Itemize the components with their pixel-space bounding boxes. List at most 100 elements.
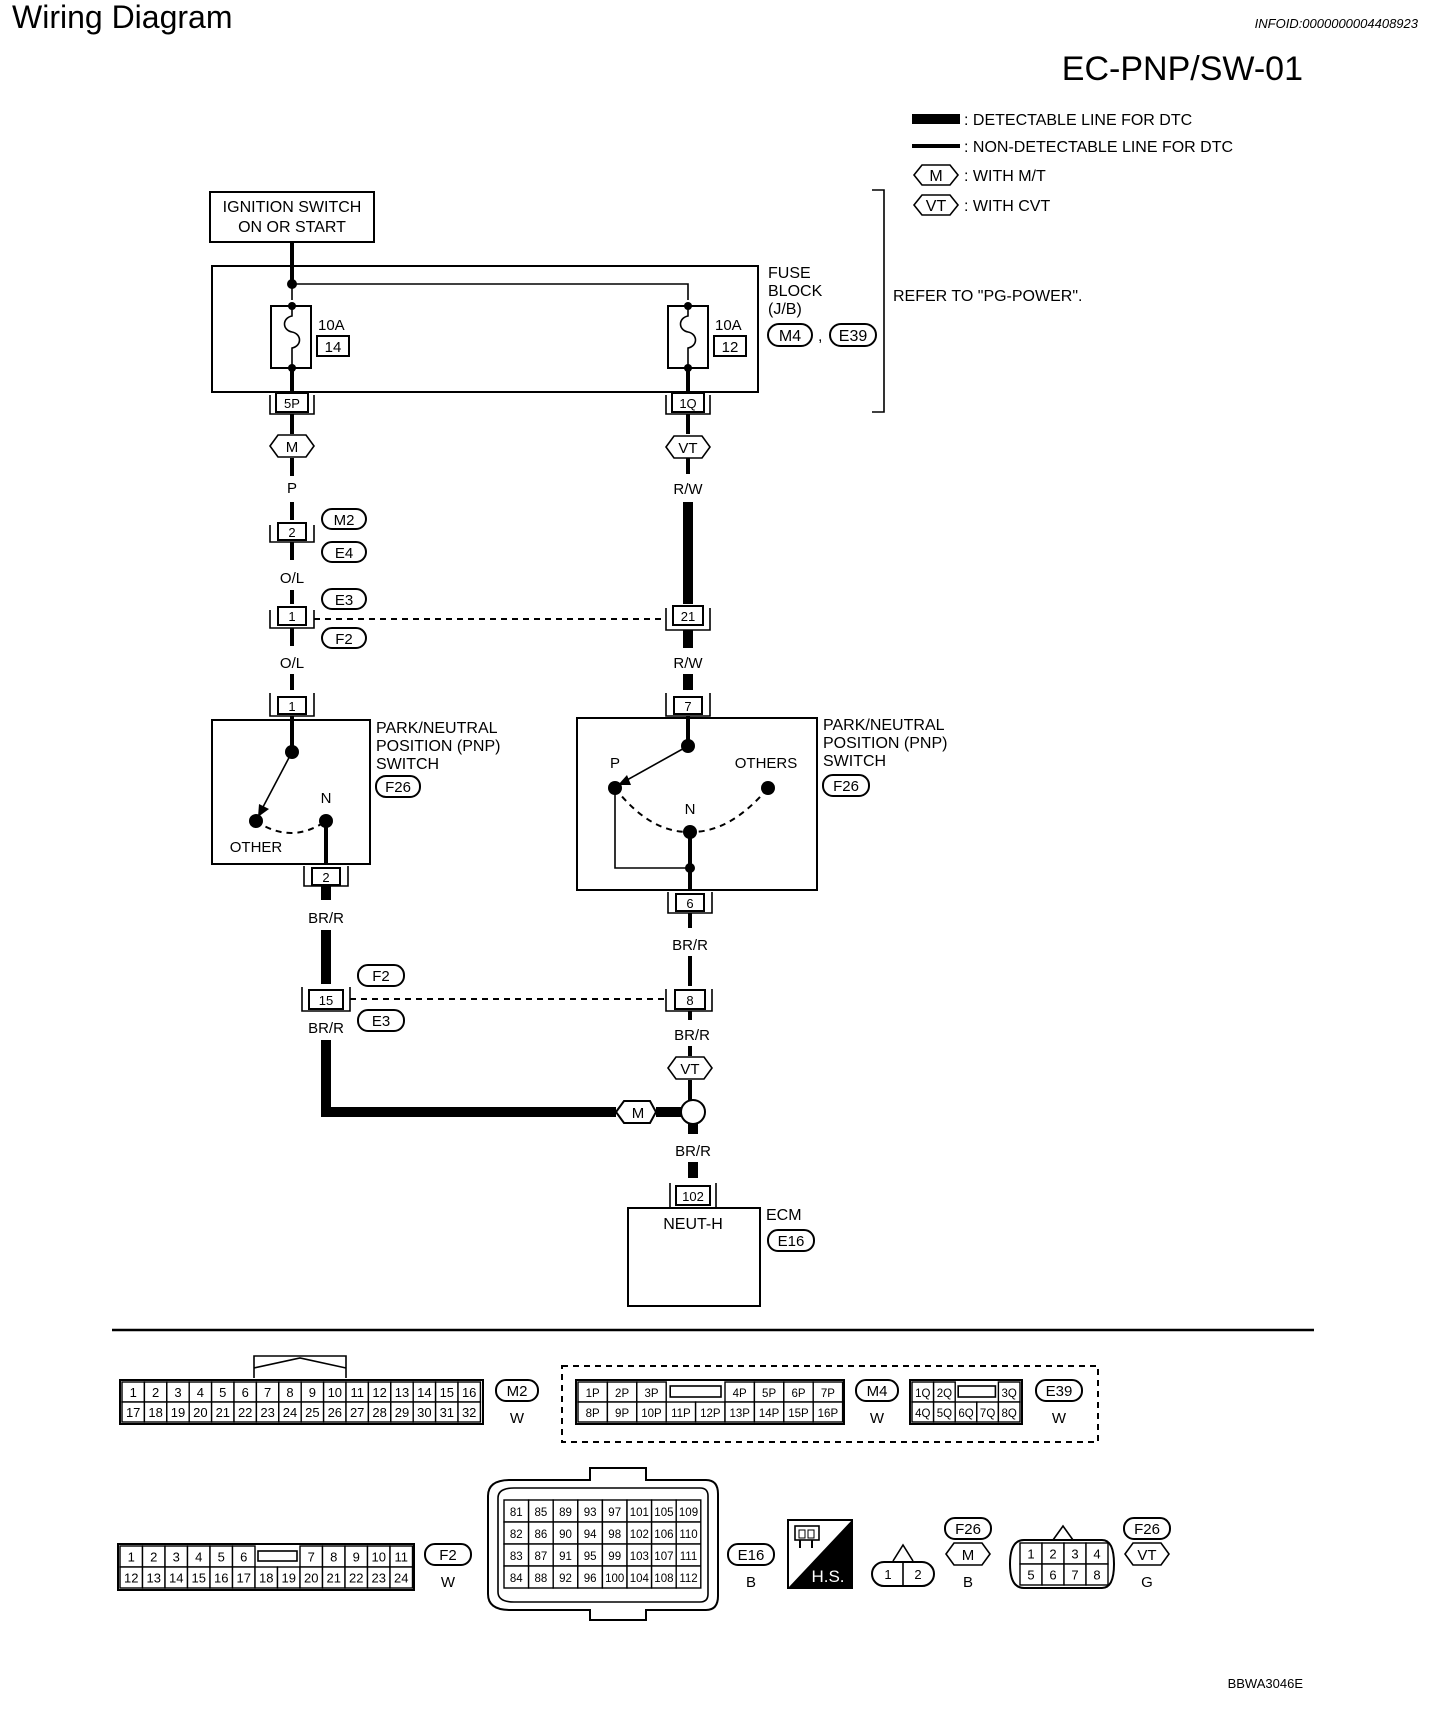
svg-text:B: B [963,1574,973,1591]
svg-text:M: M [632,1105,645,1122]
svg-text:12: 12 [722,339,739,356]
pin-number: 8Q [1002,1408,1017,1420]
pin-number: 8 [286,1385,293,1400]
pin-number: 89 [559,1507,572,1519]
key-slot [957,1385,997,1398]
pin-number: 1Q [915,1388,930,1400]
pin-number: 21 [216,1405,230,1420]
svg-text:POSITION (PNP): POSITION (PNP) [376,738,500,755]
pin-number: 5 [1027,1568,1034,1583]
pin-number: 12P [700,1408,721,1420]
tag-m-left: M [269,434,315,458]
legend-vt-tag: VT [912,194,960,216]
svg-text:E16: E16 [778,1233,805,1250]
tag-vt-right: VT [665,435,711,459]
wire-color-brr-ecm: BR/R [675,1143,711,1160]
legend: : DETECTABLE LINE FOR DTC : NON-DETECTAB… [912,112,1233,216]
pin-number: 13 [395,1385,409,1400]
svg-text:5P: 5P [284,396,300,411]
pin-number: 9P [615,1408,629,1420]
legend-vt-text: : WITH CVT [964,198,1050,215]
pin-number: 5P [762,1388,776,1400]
pin-number: 108 [654,1573,673,1585]
svg-text:E3: E3 [335,592,353,609]
pin-number: 111 [680,1551,697,1563]
pin-number: 16 [462,1385,476,1400]
pin-number: 14 [417,1385,431,1400]
pin-number: 6P [791,1388,805,1400]
svg-text:7: 7 [684,699,691,714]
harness-side-icon: H.S. [787,1519,853,1589]
pin-number: 82 [510,1529,523,1541]
wire-color-brr-l1: BR/R [308,910,344,927]
pin-number: 20 [304,1571,318,1586]
pin-number: 4Q [915,1408,930,1420]
svg-text:1: 1 [288,609,295,624]
pin-number: 2 [1049,1547,1056,1562]
pin-number: 7 [264,1385,271,1400]
pin-number: 21 [327,1571,341,1586]
pnp-right-pin-7: 7 [665,693,711,717]
pin-number: 3 [173,1550,180,1565]
svg-text:ON OR START: ON OR START [238,219,346,236]
svg-text:E3: E3 [372,1013,390,1030]
svg-text:N: N [321,790,332,807]
svg-text:F2: F2 [439,1547,457,1564]
pin-number: 10P [641,1408,662,1420]
svg-text:W: W [1052,1410,1067,1427]
pin-number: 14P [759,1408,780,1420]
svg-text:SWITCH: SWITCH [823,753,886,770]
legend-detectable: : DETECTABLE LINE FOR DTC [964,112,1192,129]
pin-number: 3 [1071,1547,1078,1562]
fuse-block-connectors-frame [561,1365,1099,1443]
pin-number: 13P [729,1408,750,1420]
svg-text:W: W [870,1410,885,1427]
pin-cell [457,1401,482,1423]
pin-number: 97 [608,1507,621,1519]
pin-number: 87 [535,1551,548,1563]
svg-text:M: M [286,439,299,456]
pin-number: 95 [584,1551,597,1563]
pin-number: 10 [328,1385,342,1400]
pin-number: 3Q [1002,1388,1017,1400]
pin-number: 98 [608,1529,621,1541]
pin-number: 28 [372,1405,386,1420]
fuse-12: 10A 12 [667,302,747,372]
pin-number: 29 [395,1405,409,1420]
svg-text:6: 6 [686,896,693,911]
wire-color-rw-2: R/W [673,655,703,672]
pin-number: 27 [350,1405,364,1420]
pin-number: 4 [195,1550,202,1565]
pin-number: 85 [535,1507,548,1519]
svg-text:E39: E39 [1046,1383,1073,1400]
pin-cell [812,1401,844,1423]
connector-f26-mt: 1 2 F26 M B [871,1517,992,1591]
pin-number: 22 [238,1405,252,1420]
pin-number: 88 [535,1573,548,1585]
pnp-switch-mt: N OTHER [211,716,371,865]
pin-number: 24 [283,1405,297,1420]
wire-color-brr-r1: BR/R [672,937,708,954]
pin-number: 7P [821,1388,835,1400]
wire-color-p: P [287,480,297,497]
pin-number: 6Q [958,1408,973,1420]
pin-number: 30 [417,1405,431,1420]
svg-text:VT: VT [680,1061,699,1078]
pnp-right-label: PARK/NEUTRAL POSITION (PNP) SWITCH F26 [822,717,947,797]
wire-color-brr-l2: BR/R [308,1020,344,1037]
svg-text:VT: VT [926,198,947,215]
pnp-left-label: PARK/NEUTRAL POSITION (PNP) SWITCH F26 [375,720,500,798]
conn-21: 21 [665,605,711,631]
svg-text:M4: M4 [867,1383,888,1400]
pin-number: 16P [818,1408,839,1420]
fuse-block-conn-e39: E39 [829,323,877,347]
svg-text:OTHER: OTHER [230,839,283,856]
svg-text:(J/B): (J/B) [768,301,802,318]
svg-text:1: 1 [288,699,295,714]
svg-text:F26: F26 [833,778,859,795]
tag-m-joint: M [614,1100,658,1124]
right-branch-cvt: VT R/W 21 R/W 7 P O [576,414,947,1178]
pin-number: 3 [174,1385,181,1400]
